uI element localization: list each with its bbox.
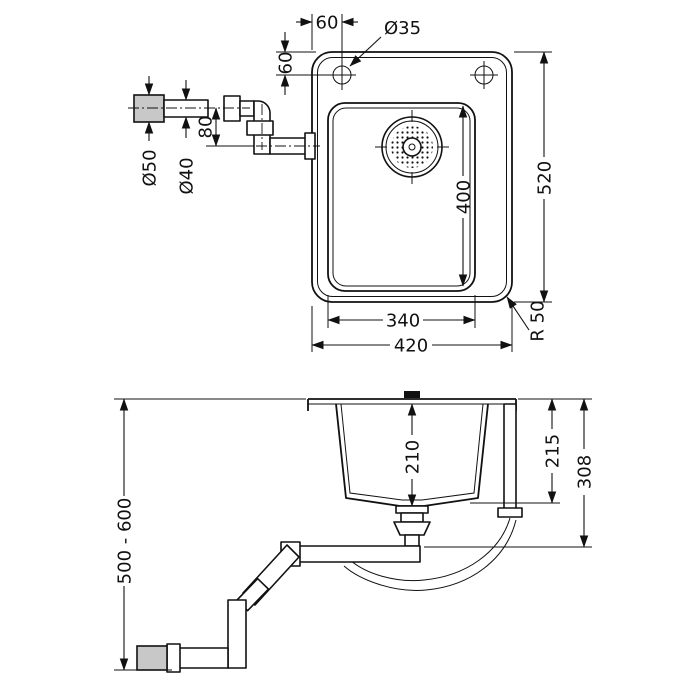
drain-tailpipe bbox=[404, 534, 420, 547]
dim-hole-offset-y: 60 bbox=[275, 52, 296, 75]
drain-assembly-side bbox=[393, 505, 431, 547]
dim-corner-radius: R 50 bbox=[527, 300, 548, 341]
outlet-horizontal-pipe bbox=[175, 647, 229, 669]
top-view: 60 Ø35 60 520 400 bbox=[128, 12, 555, 356]
dim-total-depth-308: 308 bbox=[574, 455, 595, 489]
sink-rim-inner-line bbox=[317, 57, 507, 297]
drain-cross-ticks bbox=[375, 110, 449, 184]
dim-bowl-depth-group: 210 bbox=[402, 391, 423, 507]
dim-bowl-length-group: 400 bbox=[453, 105, 474, 287]
drain-cap bbox=[402, 137, 422, 157]
faucet-hole-left bbox=[332, 65, 352, 85]
dim-overall-depth-520: 520 bbox=[534, 161, 555, 195]
overflow-hose bbox=[349, 517, 511, 582]
leader-line bbox=[506, 296, 530, 331]
trap-pipe-40 bbox=[163, 99, 209, 118]
side-view: 210 215 308 500 - 600 bbox=[114, 391, 595, 673]
dim-bowl-width-340: 340 bbox=[386, 310, 420, 331]
bowl-inner-line bbox=[332, 107, 471, 287]
overflow-hose bbox=[343, 519, 517, 591]
union-nut bbox=[223, 95, 241, 122]
dimension-tick bbox=[404, 391, 420, 398]
wall-pipe-stub bbox=[133, 94, 165, 123]
dim-bowl-depth-210: 210 bbox=[402, 440, 423, 474]
dim-under-depth-215: 215 bbox=[542, 434, 563, 468]
dim-pipe-dia-40-group: Ø40 bbox=[176, 80, 197, 195]
dim-hole-offset-x: 60 bbox=[316, 12, 339, 33]
dim-total-depth-group: 308 bbox=[424, 398, 595, 548]
union-nut bbox=[246, 120, 274, 136]
drain-body bbox=[400, 512, 424, 523]
overflow-pipe bbox=[503, 403, 517, 517]
dim-pipe-dia-50: Ø50 bbox=[139, 149, 160, 186]
wall-pipe-stub-side bbox=[136, 645, 168, 671]
dim-bowl-length-400: 400 bbox=[453, 180, 474, 214]
dim-install-height-group: 500 - 600 bbox=[114, 398, 306, 671]
drain-nut bbox=[393, 521, 431, 536]
faucet-hole-right bbox=[474, 65, 494, 85]
trap-assembly-top bbox=[128, 94, 320, 160]
union-nut bbox=[166, 643, 181, 673]
dim-install-height: 500 - 600 bbox=[114, 498, 135, 585]
dim-hole-offset-y-group: 60 bbox=[275, 32, 316, 95]
dim-trap-offset-group: 80 bbox=[195, 107, 254, 147]
dim-pipe-dia-40: Ø40 bbox=[176, 157, 197, 194]
trap-vertical-pipe bbox=[227, 599, 247, 669]
drain-flange bbox=[395, 505, 429, 514]
dim-bowl-width-group: 340 bbox=[327, 295, 476, 331]
drain-strainer bbox=[375, 110, 449, 184]
overflow-bracket bbox=[497, 507, 523, 518]
pipe-segment bbox=[239, 100, 255, 117]
dim-corner-radius-group: R 50 bbox=[506, 296, 548, 342]
leader-line bbox=[349, 36, 382, 67]
dim-overall-depth-group: 520 bbox=[514, 51, 555, 303]
dim-overall-width-group: 420 bbox=[311, 306, 513, 356]
dim-overall-width-420: 420 bbox=[394, 335, 428, 356]
dim-under-depth-group: 215 bbox=[470, 398, 563, 504]
dim-hole-dia-group: Ø35 bbox=[349, 18, 421, 67]
drain-center bbox=[408, 143, 416, 151]
dim-trap-offset-80: 80 bbox=[195, 116, 216, 139]
trap-assembly-side bbox=[136, 541, 421, 673]
dim-hole-offset-x-group: 60 bbox=[296, 12, 358, 50]
trap-horizontal-pipe bbox=[297, 545, 421, 563]
dim-hole-dia: Ø35 bbox=[384, 18, 421, 39]
dim-pipe-dia-50-group: Ø50 bbox=[139, 76, 160, 187]
